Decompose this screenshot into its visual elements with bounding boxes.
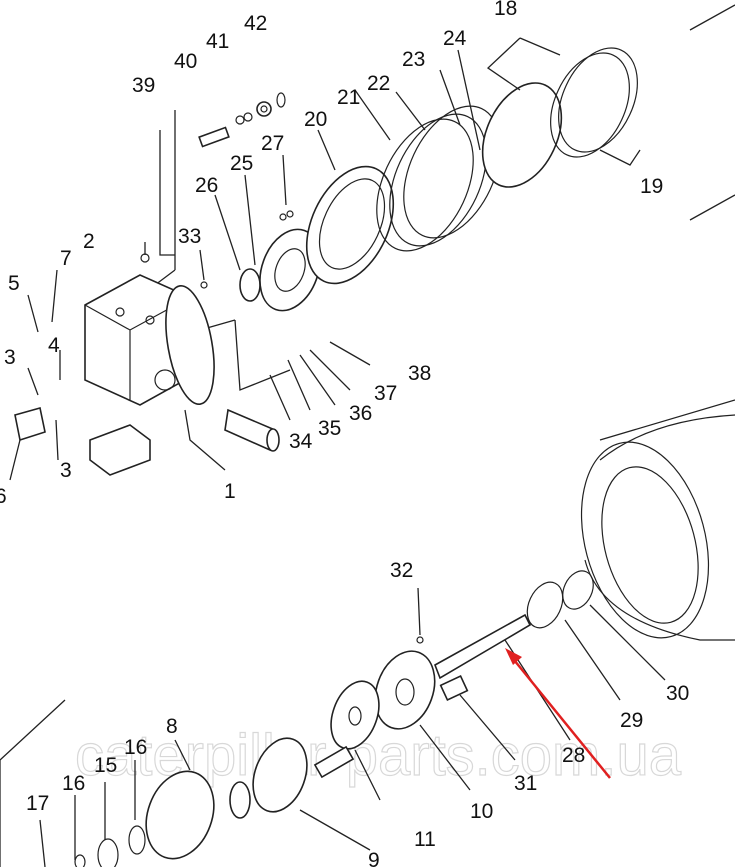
rings (239, 47, 638, 312)
label-8: 8 (166, 715, 178, 738)
label-31: 31 (514, 772, 537, 795)
label-19: 19 (640, 175, 663, 198)
label-25: 25 (230, 152, 253, 175)
label-16-top: 16 (124, 736, 147, 759)
label-38: 38 (408, 362, 431, 385)
motor-block (14, 274, 215, 476)
label-35: 35 (318, 417, 341, 440)
label-4: 4 (48, 334, 60, 357)
label-32: 32 (390, 559, 413, 582)
label-30: 30 (666, 682, 689, 705)
label-29: 29 (620, 709, 643, 732)
highlight-arrow (505, 648, 611, 779)
label-40: 40 (174, 50, 197, 73)
label-6: 6 (0, 485, 7, 508)
label-23: 23 (402, 48, 425, 71)
label-9: 9 (368, 849, 380, 867)
final-drive-housing (580, 414, 735, 641)
label-10: 10 (470, 800, 493, 823)
spool (224, 408, 280, 452)
label-22: 22 (367, 72, 390, 95)
bottom-parts (74, 570, 594, 867)
label-24: 24 (443, 27, 467, 50)
small-parts-top (140, 92, 294, 289)
label-27: 27 (261, 132, 284, 155)
label-41: 41 (206, 30, 229, 53)
leader-lines (9, 37, 666, 867)
label-17: 17 (26, 792, 49, 815)
label-18: 18 (494, 0, 517, 20)
label-39: 39 (132, 74, 155, 97)
label-16-bottom: 16 (62, 772, 85, 795)
label-15: 15 (94, 754, 117, 777)
label-5: 5 (8, 272, 20, 295)
label-33: 33 (178, 225, 201, 248)
frame-lines (0, 4, 735, 867)
label-37: 37 (374, 382, 397, 405)
label-28: 28 (562, 744, 585, 767)
label-21: 21 (337, 86, 360, 109)
label-36: 36 (349, 402, 372, 425)
label-42: 42 (244, 12, 267, 35)
label-7: 7 (60, 247, 72, 270)
label-34: 34 (289, 430, 313, 453)
label-3-bottom: 3 (60, 459, 72, 482)
label-3-top: 3 (4, 346, 16, 369)
label-11: 11 (414, 828, 436, 851)
label-20: 20 (304, 108, 327, 131)
label-26: 26 (195, 174, 218, 197)
label-2: 2 (83, 230, 95, 253)
label-1: 1 (224, 480, 236, 503)
part-labels: 18 42 41 40 39 24 23 22 21 20 27 25 26 1… (0, 0, 689, 867)
